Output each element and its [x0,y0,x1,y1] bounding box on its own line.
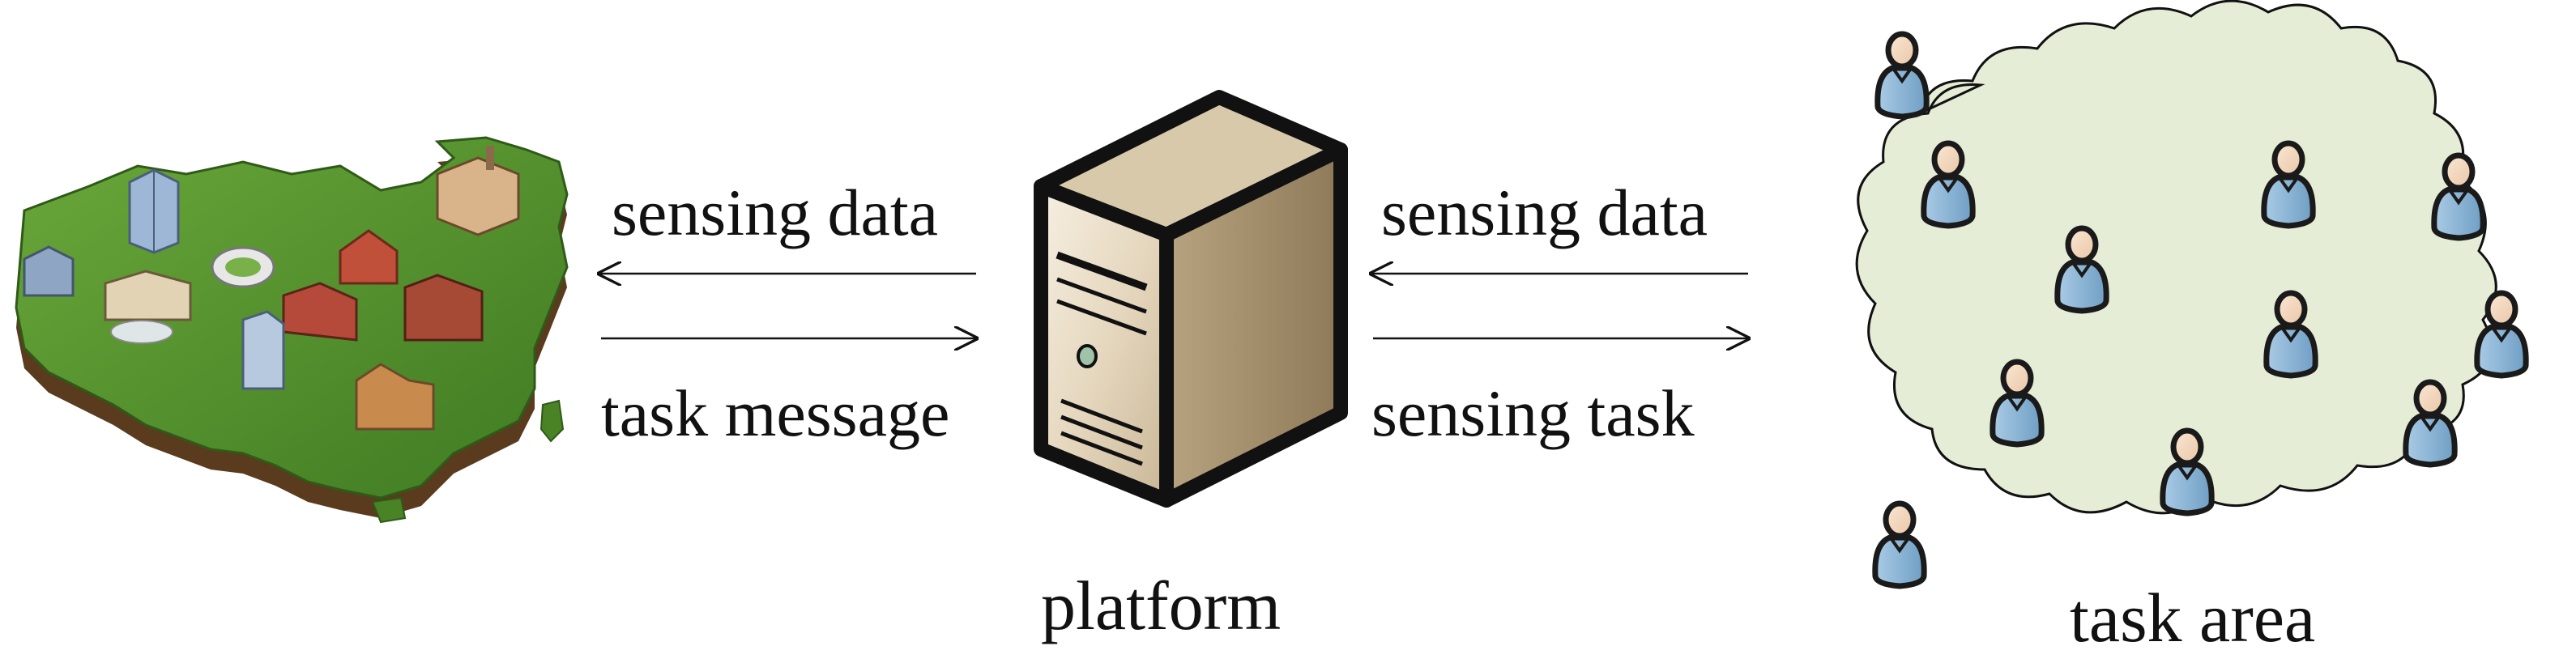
red-house-icon [339,229,399,285]
city-cluster-icon [23,245,75,297]
stadium-icon [211,246,275,288]
left-upper-label: sensing data [612,176,939,249]
person-icon [2474,290,2529,379]
person-icon [2263,290,2318,379]
apartment-icon [403,274,484,342]
person-icon [2054,225,2109,314]
tower-icon [241,310,285,390]
factory-icon [436,146,520,236]
person-icon [1874,31,1930,120]
skyscraper-icon [128,168,180,254]
station-icon [104,270,192,344]
platform-caption: platform [1041,567,1282,644]
right-upper-label: sensing data [1381,176,1708,249]
person-icon [2160,427,2215,516]
person-icon [1990,359,2045,448]
person-icon [2403,379,2458,468]
china-city-map-icon [15,136,569,524]
person-icon [2431,152,2486,241]
left-lower-label: task message [601,376,950,450]
person-icon [2261,140,2316,229]
person-icon [1921,140,1976,229]
person-icon [1872,500,1927,589]
church-icon [355,363,435,431]
server-tower-icon [1034,90,1348,508]
right-lower-label: sensing task [1371,376,1695,450]
task-area-caption: task area [2070,579,2316,657]
